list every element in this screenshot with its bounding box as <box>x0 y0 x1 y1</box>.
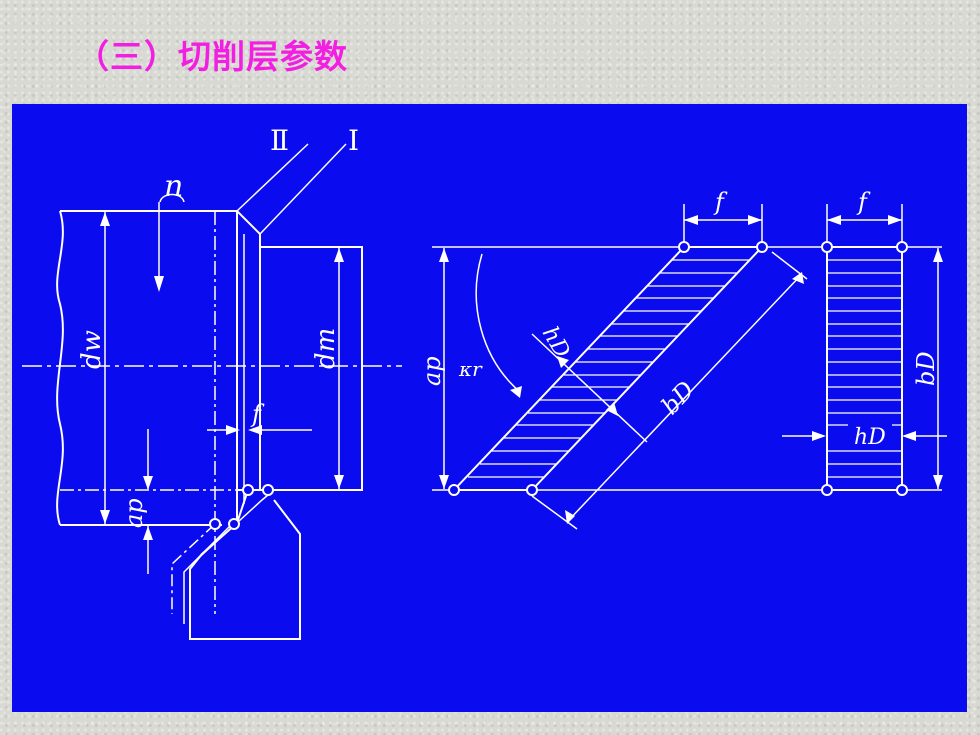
label-ap-mid: ap <box>418 356 446 386</box>
label-feed-f-left: f <box>250 400 265 428</box>
cutting-layer-diagram: Ⅱ Ⅰ n dw dm f ap ap κr hD bD f f bD hD <box>22 124 947 640</box>
label-bD-mid: bD <box>656 376 700 420</box>
slide-title: （三）切削层参数 <box>76 37 348 76</box>
label-dm: dm <box>311 328 341 369</box>
label-f-right: f <box>856 188 871 216</box>
label-bD-right: bD <box>912 351 940 386</box>
label-f-mid: f <box>713 188 728 216</box>
label-shear-plane-I: Ⅰ <box>348 124 359 157</box>
workpiece-drawing <box>22 143 402 640</box>
label-kappa-r: κr <box>458 357 483 381</box>
label-shear-plane-II: Ⅱ <box>270 124 289 157</box>
label-hD-right: hD <box>854 425 886 450</box>
cutting-layer-rectangle <box>782 204 947 496</box>
label-dw: dw <box>77 330 107 369</box>
cutting-layer-parallelogram <box>432 204 942 530</box>
label-rotation-n: n <box>164 169 183 204</box>
label-ap-left: ap <box>120 498 148 528</box>
hD-label-backdrop <box>848 422 892 448</box>
diagram-panel: Ⅱ Ⅰ n dw dm f ap ap κr hD bD f f bD hD <box>12 104 967 712</box>
workpiece-break-line <box>56 210 64 526</box>
label-hD-mid: hD <box>537 323 575 363</box>
machined-surface-outline <box>260 246 363 491</box>
